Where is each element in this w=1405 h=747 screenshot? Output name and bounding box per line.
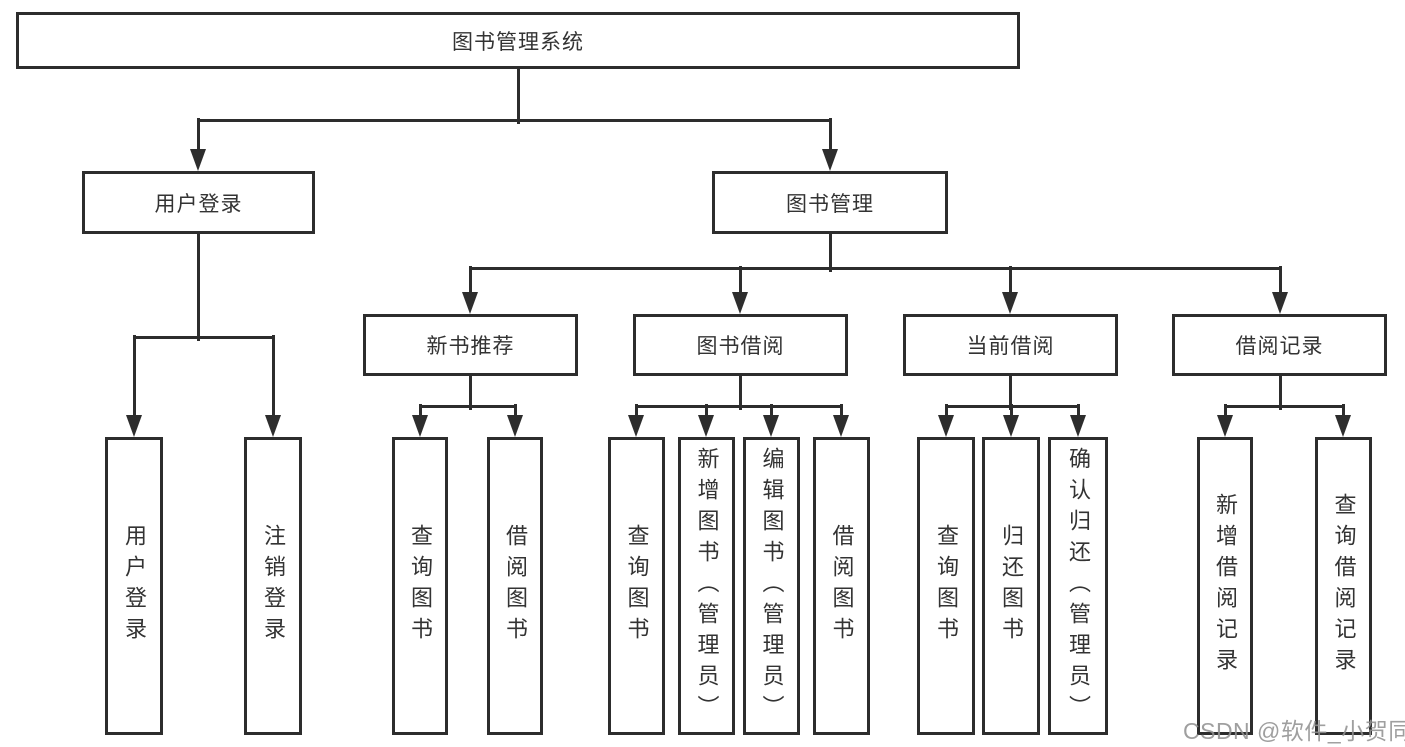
arrowhead-down-icon [1217,415,1233,437]
arrowhead-down-icon [1335,415,1351,437]
connector-line [196,117,200,155]
node-borrow-record: 借阅记录 [1172,314,1387,376]
connector-line [468,265,472,298]
node-label: 查询图书 [624,524,650,648]
node-root: 图书管理系统 [16,12,1020,69]
node-v-add-record: 新增借阅记录 [1197,437,1253,735]
arrowhead-down-icon [126,415,142,437]
connector-line [516,67,520,124]
node-current-borrow: 当前借阅 [903,314,1118,376]
node-v-edit-book: 编辑图书（管理员） [743,437,800,735]
connector-line [1076,403,1080,421]
arrowhead-down-icon [1272,292,1288,314]
connector-line [1009,403,1013,421]
node-label: 图书管理 [786,192,874,216]
connector-line [1341,403,1345,421]
arrowhead-down-icon [628,415,644,437]
node-v-user-login: 用户登录 [105,437,163,735]
node-label: 新增借阅记录 [1213,493,1238,679]
connector-line [944,403,948,421]
connector-line [418,404,517,408]
arrowhead-down-icon [1002,292,1018,314]
arrowhead-down-icon [1003,415,1019,437]
connector-line [196,232,200,341]
connector-line [132,335,275,339]
connector-line [1008,374,1012,410]
node-label: 图书管理系统 [452,30,584,54]
connector-line [1223,404,1345,408]
connector-line [738,265,742,298]
arrowhead-down-icon [732,292,748,314]
node-v-logout: 注销登录 [244,437,302,735]
node-book-mgmt: 图书管理 [712,171,948,234]
node-v-borrow-book-1: 借阅图书 [487,437,543,735]
node-v-borrow-book-2: 借阅图书 [813,437,870,735]
connector-line [1008,265,1012,298]
connector-line [1278,265,1282,298]
arrowhead-down-icon [1070,415,1086,437]
node-label: 确认归还（管理员） [1066,446,1091,726]
node-label: 图书借阅 [696,335,785,358]
arrowhead-down-icon [507,415,523,437]
node-label: 新书推荐 [426,335,515,358]
connector-line [634,403,638,421]
arrowhead-down-icon [412,415,428,437]
node-v-query-record: 查询借阅记录 [1315,437,1372,735]
node-label: 新增图书（管理员） [694,446,720,726]
node-v-query-book-3: 查询图书 [917,437,975,735]
connector-line [839,403,843,421]
connector-line [828,232,832,272]
node-label: 注销登录 [261,524,286,648]
node-label: 借阅记录 [1235,335,1324,358]
node-label: 用户登录 [122,524,147,648]
node-label: 查询图书 [934,524,959,648]
arrowhead-down-icon [265,415,281,437]
connector-line [468,374,472,410]
node-label: 借阅图书 [503,524,528,648]
arrowhead-down-icon [822,149,838,171]
node-label: 查询借阅记录 [1331,493,1357,679]
arrowhead-down-icon [763,415,779,437]
arrowhead-down-icon [833,415,849,437]
connector-line [468,266,1282,270]
connector-line [513,403,517,421]
arrowhead-down-icon [190,149,206,171]
node-label: 归还图书 [999,524,1024,648]
node-label: 用户登录 [154,192,243,216]
node-v-return-book: 归还图书 [982,437,1040,735]
node-label: 借阅图书 [829,524,855,648]
connector-line [418,403,422,421]
node-label: 查询图书 [408,524,433,648]
connector-line [738,374,742,410]
connector-line [196,118,832,122]
node-v-add-book: 新增图书（管理员） [678,437,735,735]
connector-line [271,334,275,421]
csdn-watermark: CSDN @软件_小贺同学 [1183,718,1405,744]
node-v-query-book-2: 查询图书 [608,437,665,735]
arrowhead-down-icon [462,292,478,314]
connector-line [1223,403,1227,421]
connector-line [704,403,708,421]
connector-line [1278,374,1282,410]
node-user-login: 用户登录 [82,171,315,234]
node-new-book-rec: 新书推荐 [363,314,578,376]
connector-line [828,117,832,155]
node-label: 当前借阅 [966,335,1055,358]
node-v-confirm-return: 确认归还（管理员） [1048,437,1108,735]
arrowhead-down-icon [698,415,714,437]
connector-line [132,334,136,421]
node-book-borrow: 图书借阅 [633,314,848,376]
node-label: 编辑图书（管理员） [759,446,785,726]
connector-line [769,403,773,421]
node-v-query-book-1: 查询图书 [392,437,448,735]
arrowhead-down-icon [938,415,954,437]
